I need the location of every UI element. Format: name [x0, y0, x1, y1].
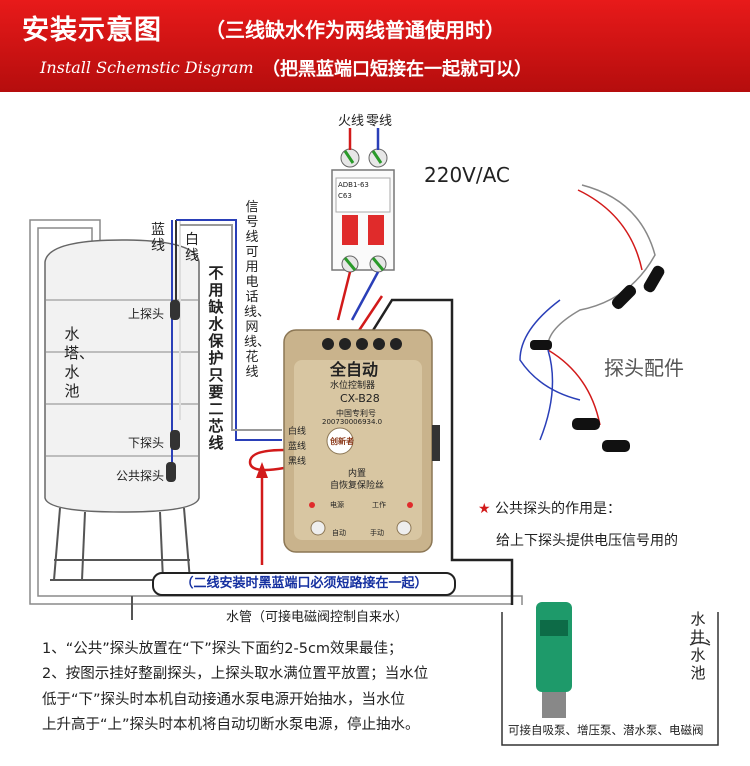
- star-icon: ★: [478, 501, 491, 517]
- probe-accessory-heads: [530, 265, 665, 452]
- auto-button[interactable]: 自动: [332, 520, 358, 537]
- two-wire-note: 不用缺水保护只要二芯线: [208, 264, 224, 452]
- well: [501, 612, 719, 746]
- manual-button-label: 手动: [370, 529, 384, 537]
- probe-upper: [170, 300, 180, 320]
- controller-brand: 全自动: [330, 360, 379, 379]
- header-banner: 安装示意图 （三线缺水作为两线普通使用时） Install Schemstic …: [0, 0, 750, 92]
- tower-name: 水塔、水池: [64, 325, 95, 400]
- breaker-rating: C63: [338, 192, 352, 200]
- breaker-model: ADB1-63: [338, 181, 369, 189]
- probe-accessory-label: 探头配件: [604, 356, 684, 380]
- upper-probe-label: 上探头: [128, 307, 165, 321]
- controller-type: 水位控制器: [330, 381, 376, 391]
- controller-model: CX-B28: [340, 392, 380, 405]
- controller-logo: 创新者: [330, 437, 354, 446]
- probe-accessory: [519, 184, 656, 441]
- pump-note: 可接自吸泵、增压泵、潜水泵、电磁阀: [508, 723, 704, 737]
- lower-probe-label: 下探头: [128, 436, 165, 450]
- water-tower: [44, 239, 200, 581]
- common-probe-label: 公共探头: [116, 469, 165, 483]
- probe-lower: [170, 430, 180, 450]
- voltage-label: 220V/AC: [424, 163, 510, 187]
- controller-protect-1: 内置: [348, 469, 367, 479]
- well-label: 水井、水池: [690, 610, 721, 682]
- short-circuit-note: （二线安装时黑蓝端口必须短路接在一起）: [152, 572, 456, 596]
- pump: [536, 602, 572, 718]
- short-loop: [248, 448, 285, 472]
- common-probe-title-text: 公共探头的作用是：: [495, 501, 622, 517]
- english-title: Install Schemstic Disgram: [40, 58, 254, 77]
- circuit-breaker: [331, 148, 395, 273]
- neutral-wire-label: 零线: [366, 114, 393, 129]
- mains-wires: [336, 128, 514, 605]
- common-probe-title: ★ 公共探头的作用是：: [478, 498, 621, 518]
- terminal-white-label: 白线: [288, 427, 307, 437]
- pipe-label: 水管（可接电磁阀控制自来水）: [226, 610, 409, 625]
- controller-box: [283, 329, 440, 553]
- common-probe-desc: 给上下探头提供电压信号用的: [496, 533, 678, 549]
- controller-patent: 中国专利号: [336, 409, 376, 418]
- live-wire-label: 火线: [338, 114, 365, 129]
- header-tip: （把黑蓝端口短接在一起就可以）: [262, 59, 532, 80]
- controller-protect-2: 自恢复保险丝: [330, 481, 385, 491]
- blue-wire-label: 蓝线: [151, 222, 165, 254]
- white-wire-label: 白线: [185, 232, 199, 264]
- terminal-blue-label: 蓝线: [288, 442, 307, 452]
- lamp-power-label: 电源: [330, 501, 344, 509]
- note-line-1: 1、“公共”探头放置在“下”探头下面约2-5cm效果最佳；: [42, 641, 403, 657]
- note-line-3: 低于“下”探头时本机自动接通水泵电源开始抽水，当水位: [42, 692, 406, 708]
- controller-patent-no: 200730006934.0: [322, 418, 383, 426]
- auto-button-label: 自动: [332, 529, 346, 537]
- lamp-work-label: 工作: [372, 501, 386, 509]
- signal-wire-note: 信号线可用电话线、网线、花线: [244, 200, 271, 380]
- note-line-2: 2、按图示挂好整副探头，上探头取水满位置平放置；当水位: [42, 666, 429, 682]
- signal-wires: [131, 219, 282, 620]
- terminal-black-label: 黑线: [288, 457, 307, 467]
- page-title: 安装示意图: [22, 15, 162, 46]
- manual-button[interactable]: 手动: [370, 520, 396, 537]
- tower-probe-wires: [171, 220, 181, 470]
- probe-common: [166, 462, 176, 482]
- page-subtitle: （三线缺水作为两线普通使用时）: [205, 18, 505, 42]
- note-line-4: 上升高于“上”探头时本机将自动切断水泵电源，停止抽水。: [42, 717, 420, 733]
